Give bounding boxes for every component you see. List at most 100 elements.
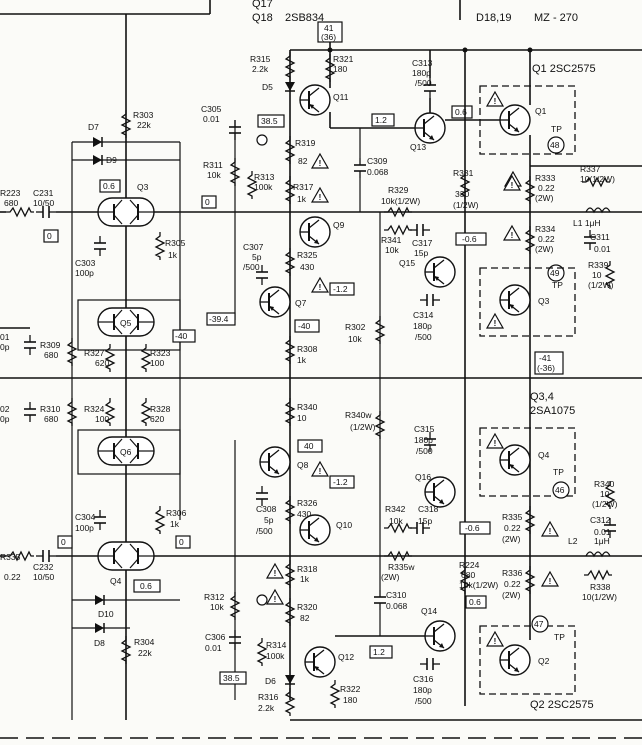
c310-ref: C310 bbox=[386, 590, 407, 600]
c301-capacitor bbox=[23, 334, 37, 356]
voltage-minus-39-4: -39.4 bbox=[209, 314, 229, 324]
r224-ref: R335 bbox=[0, 552, 21, 562]
r322-resistor bbox=[330, 679, 340, 709]
c310-capacitor bbox=[373, 589, 387, 611]
warning-icon bbox=[503, 225, 521, 241]
r340-label: R340 bbox=[594, 479, 615, 489]
r338-value: 10(1/2W) bbox=[582, 592, 617, 602]
r321-val: 180 bbox=[333, 64, 347, 74]
c232-ref: C232 bbox=[33, 562, 54, 572]
tp49-label: 49 bbox=[550, 268, 560, 278]
r321-ref: R321 bbox=[333, 54, 354, 64]
r331-ref: R331 bbox=[453, 168, 474, 178]
q11-transistor bbox=[299, 84, 331, 116]
r312-ref: R312 bbox=[204, 592, 225, 602]
c311-val: 0.01 bbox=[594, 244, 611, 254]
warning-icon bbox=[486, 631, 504, 647]
edge-label-01: 01 bbox=[0, 332, 10, 342]
c303-val: 100p bbox=[75, 268, 94, 278]
r342-ref: R342 bbox=[385, 504, 406, 514]
r326-ref: R326 bbox=[297, 498, 318, 508]
c314-val: 180p bbox=[413, 321, 432, 331]
c315-volt: /500 bbox=[416, 446, 433, 456]
voltage-0-6-q1: 0.6 bbox=[455, 107, 467, 117]
warning-icon bbox=[486, 313, 504, 329]
r306-resistor bbox=[155, 505, 165, 535]
c317-capacitor bbox=[409, 223, 431, 237]
d18-part: MZ - 270 bbox=[534, 12, 578, 24]
r327-val: 10k bbox=[348, 334, 362, 344]
r306-val: 1k bbox=[170, 519, 180, 529]
r335-wattage: (2W) bbox=[502, 534, 521, 544]
r316-ref: R316 bbox=[258, 692, 279, 702]
r310-ref: R328 bbox=[150, 404, 171, 414]
c232-capacitor bbox=[35, 549, 57, 563]
tp-label-q1: TP bbox=[551, 124, 562, 134]
tp-label-q3: TP bbox=[552, 280, 563, 290]
q3-transistor bbox=[499, 284, 531, 316]
warning-icon bbox=[311, 277, 329, 293]
voltage-40-q8: 40 bbox=[304, 441, 314, 451]
r336-wattage: (2W) bbox=[502, 590, 521, 600]
tp47-label: 47 bbox=[534, 619, 544, 629]
voltage-1-2-top: 1.2 bbox=[375, 115, 387, 125]
q8-transistor bbox=[259, 446, 291, 478]
c304-ref: C304 bbox=[75, 512, 96, 522]
r334-val: 0.22 bbox=[538, 234, 555, 244]
r324-val: 10 bbox=[297, 413, 307, 423]
voltage-minus-41: -41 bbox=[539, 353, 552, 363]
r340-wattage: (1/2W) bbox=[592, 499, 618, 509]
voltage-box-0-q4 bbox=[175, 535, 191, 549]
q13-transistor bbox=[414, 112, 446, 144]
r305-resistor bbox=[155, 231, 165, 261]
r314-val: 100k bbox=[266, 651, 285, 661]
l1-label: L1 1μH bbox=[573, 218, 601, 228]
q18-part: 2SB834 bbox=[285, 12, 324, 24]
c304-val: 100p bbox=[75, 523, 94, 533]
r309-resistor bbox=[141, 343, 151, 373]
warning-icon bbox=[541, 571, 559, 587]
c308-val: 5p bbox=[264, 515, 274, 525]
voltage-box-0-q3 bbox=[201, 195, 217, 209]
r326-val: 430 bbox=[297, 509, 311, 519]
r339-wattage: (1/2W) bbox=[588, 280, 614, 290]
trimmer-bottom bbox=[256, 594, 268, 606]
edge-label-02: 02 bbox=[0, 404, 10, 414]
d10-diode bbox=[94, 594, 105, 606]
c313-ref: C313 bbox=[412, 58, 433, 68]
r303-val: 22k bbox=[137, 120, 151, 130]
edge-label-0p: 0p bbox=[0, 342, 10, 352]
c309-val: 0.068 bbox=[367, 167, 389, 177]
q12-label: Q12 bbox=[338, 652, 354, 662]
q4-label: Q4 bbox=[110, 576, 122, 586]
voltage-box-minus-1-2-top bbox=[329, 282, 355, 296]
r328-val: (1/2W) bbox=[350, 422, 376, 432]
c307-val: 5p bbox=[252, 252, 262, 262]
voltage-box-38-5-bottom bbox=[219, 671, 247, 685]
voltage-box-0-6-q3 bbox=[99, 179, 121, 193]
r332-ref: R224 bbox=[459, 560, 480, 570]
q7-transistor bbox=[259, 286, 291, 318]
c316-val: 180p bbox=[413, 685, 432, 695]
r308-val: 100 bbox=[95, 414, 109, 424]
trimmer-top bbox=[256, 134, 268, 146]
r307-val: 620 bbox=[95, 358, 109, 368]
r331-val: 330 bbox=[455, 189, 469, 199]
r301-val: 680 bbox=[44, 350, 58, 360]
r317-ref: R317 bbox=[293, 182, 314, 192]
d5-label: D5 bbox=[262, 82, 273, 92]
r333-wattage: (2W) bbox=[535, 193, 554, 203]
q1-transistor bbox=[499, 104, 531, 136]
r337-ref: R337 bbox=[580, 164, 601, 174]
d10-label: D10 bbox=[98, 609, 114, 619]
r329-ref: R329 bbox=[388, 185, 409, 195]
voltage-0-q4: 0 bbox=[179, 537, 184, 547]
voltage-box-minus-39-4 bbox=[206, 312, 236, 326]
r333-ref: R333 bbox=[535, 173, 556, 183]
r319-ref: R319 bbox=[295, 138, 316, 148]
warning-icon bbox=[486, 91, 504, 107]
r312-val: 10k bbox=[210, 602, 224, 612]
d5-diode bbox=[284, 81, 296, 92]
r328-ref: R340w bbox=[345, 410, 372, 420]
c314-capacitor bbox=[419, 293, 441, 307]
